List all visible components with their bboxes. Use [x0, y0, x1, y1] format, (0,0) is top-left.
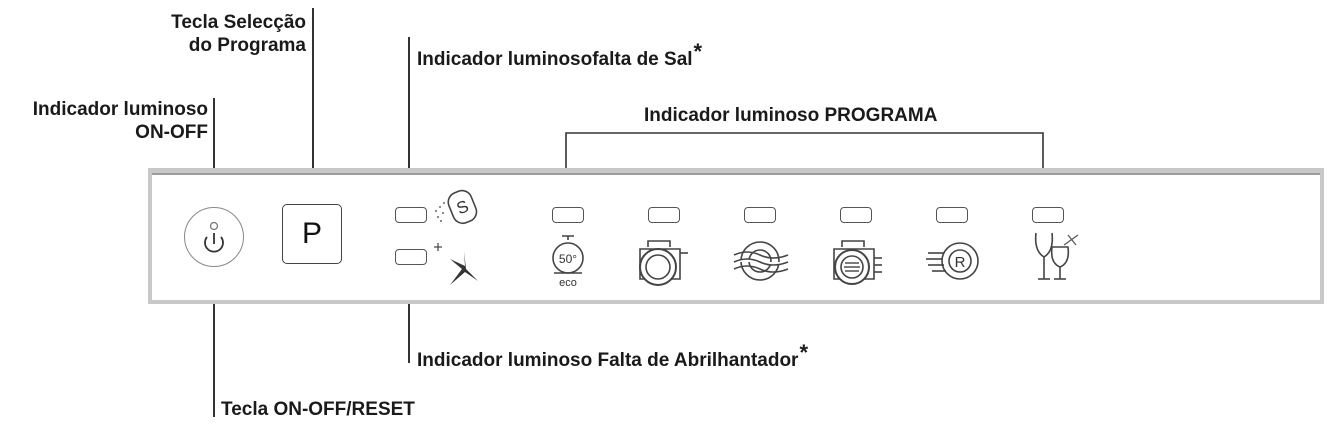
rinse-aid-led-label: Indicador luminoso Falta de Abrilhantado…: [417, 340, 809, 371]
power-icon: [204, 221, 224, 253]
rapid-symbol: R: [955, 254, 966, 271]
daily-wash-icon: [833, 240, 882, 285]
salt-symbol: S: [454, 196, 472, 218]
program-led-1: [552, 207, 584, 223]
salt-led-label: Indicador luminosofalta de Sal*: [417, 39, 703, 70]
salt-icon: S: [435, 189, 478, 225]
rapid-wash-icon: R: [926, 242, 979, 280]
glass-icon: [1034, 232, 1079, 280]
program-led-4: [840, 207, 872, 223]
program-key-label: Tecla Selecção do Programa: [171, 12, 306, 56]
control-panel: P S 50° eco: [148, 168, 1324, 304]
program-key-symbol: P: [301, 217, 322, 250]
power-led-label: Indicador luminoso ON-OFF: [32, 99, 208, 143]
onoff-reset-button[interactable]: [184, 207, 244, 267]
program-key-leader: [312, 8, 314, 180]
onoff-key-label: Tecla ON-OFF/RESET: [221, 399, 415, 420]
normal-wash-icon: [733, 241, 789, 281]
rinse-aid-asterisk: *: [799, 340, 809, 365]
eco-label: eco: [559, 277, 577, 289]
onoff-key-leader: [213, 264, 215, 417]
power-led-leader: [213, 98, 215, 210]
program-led-3: [744, 207, 776, 223]
program-led-bracket: [565, 132, 1044, 200]
salt-asterisk: *: [693, 39, 703, 64]
eco-temperature: 50°: [559, 252, 577, 266]
program-led-5: [936, 207, 968, 223]
rinse-aid-sparkle-icon: [434, 243, 478, 285]
program-led-6: [1032, 207, 1064, 223]
eco-50-icon: 50° eco: [552, 235, 584, 289]
intensive-pot-icon: [639, 240, 688, 286]
rinse-aid-led: [395, 249, 427, 265]
salt-led: [395, 207, 427, 223]
salt-led-leader: [408, 37, 410, 202]
program-led-label: Indicador luminoso PROGRAMA: [644, 105, 938, 126]
program-led-2: [648, 207, 680, 223]
rinse-aid-led-leader: [408, 262, 410, 363]
program-select-button[interactable]: P: [282, 204, 342, 264]
